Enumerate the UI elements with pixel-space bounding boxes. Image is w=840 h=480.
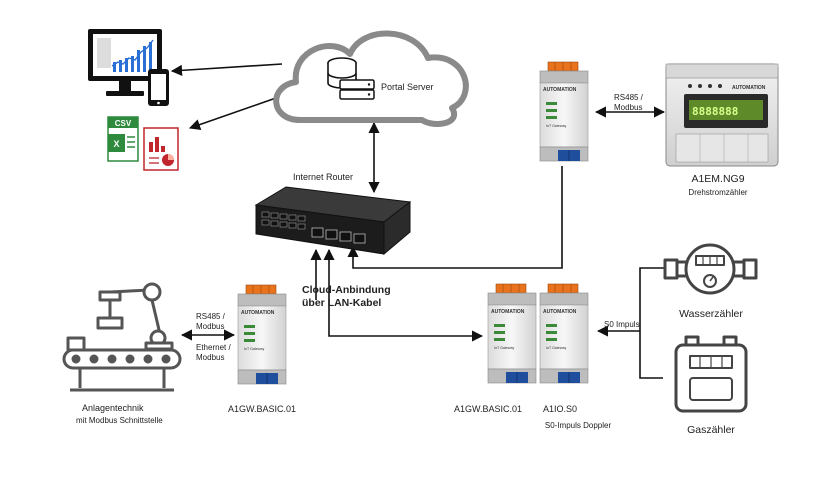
left-eth-label-2: Modbus <box>196 353 224 362</box>
io-module-brand: AUTOMATION <box>543 309 577 315</box>
io-module: AUTOMATION IoT Gateway <box>539 283 589 384</box>
csv-file-icon: CSV X <box>107 116 139 162</box>
energy-meter-icon: AUTOMATION 8888888 <box>665 63 779 167</box>
meters-junction-line <box>639 267 665 379</box>
router-icon <box>254 186 412 256</box>
cloud-link-label-1: Cloud-Anbindung <box>302 284 391 296</box>
cloud-to-exports-arrow <box>188 97 277 130</box>
router-label: Internet Router <box>293 172 353 182</box>
phone-icon <box>148 69 169 106</box>
gateway-top-router-line <box>347 166 563 269</box>
gateway-module-mid: AUTOMATION IoT Gateway <box>487 283 537 384</box>
monitor-icon <box>88 29 162 96</box>
gateway-mid-name: A1GW.BASIC.01 <box>454 404 522 414</box>
pdf-report-icon <box>143 127 179 171</box>
gateway-left-sub: IoT Gateway <box>244 347 265 351</box>
left-rs485-label-1: RS485 / <box>196 312 226 321</box>
io-module-desc: S0-Impuls Doppler <box>545 421 612 430</box>
portal-server-label: Portal Server <box>381 82 434 92</box>
gas-meter-icon <box>674 335 748 413</box>
router-mid-gateway-line <box>328 300 484 342</box>
cloud-link-label-2: über LAN-Kabel <box>302 297 381 309</box>
conveyor-icon <box>62 336 182 392</box>
energy-meter-brand: AUTOMATION <box>732 85 766 91</box>
gateway-left-name: A1GW.BASIC.01 <box>228 404 296 414</box>
machine-label-2: mit Modbus Schnittstelle <box>76 416 163 425</box>
left-eth-label-1: Ethernet / <box>196 343 231 352</box>
energy-meter-name: A1EM.NG9 <box>691 173 744 185</box>
connections <box>170 63 666 379</box>
csv-label: CSV <box>115 119 132 128</box>
meter-link-label-2: Modbus <box>614 103 642 112</box>
left-rs485-label-2: Modbus <box>196 322 224 331</box>
gateway-module-top: AUTOMATION IoT Gateway <box>539 61 589 162</box>
water-meter-label: Wasserzähler <box>679 308 743 320</box>
gateway-mid-brand: AUTOMATION <box>491 309 525 315</box>
gateway-left-brand: AUTOMATION <box>241 310 275 316</box>
excel-label: X <box>113 139 119 149</box>
gateway-top-sub: IoT Gateway <box>546 124 567 128</box>
machine-label-1: Anlagentechnik <box>82 403 144 413</box>
cloud-icon <box>273 30 469 127</box>
water-meter-icon <box>663 243 758 295</box>
gas-meter-label: Gaszähler <box>687 424 735 436</box>
energy-meter-desc: Drehstromzähler <box>688 188 747 197</box>
io-module-name: A1IO.S0 <box>543 404 577 414</box>
database-icon <box>327 57 375 100</box>
gateway-top-brand: AUTOMATION <box>543 87 577 93</box>
gateway-mid-sub: IoT Gateway <box>494 346 515 350</box>
gateway-module-left: AUTOMATION IoT Gateway <box>237 284 287 385</box>
cloud-to-monitor-arrow <box>170 63 283 76</box>
io-module-sub: IoT Gateway <box>546 346 567 350</box>
impulse-label: S0 Impuls <box>604 320 640 329</box>
energy-meter-display: 8888888 <box>692 105 738 118</box>
meter-link-label-1: RS485 / <box>614 93 644 102</box>
robot-arm-icon <box>96 282 174 351</box>
